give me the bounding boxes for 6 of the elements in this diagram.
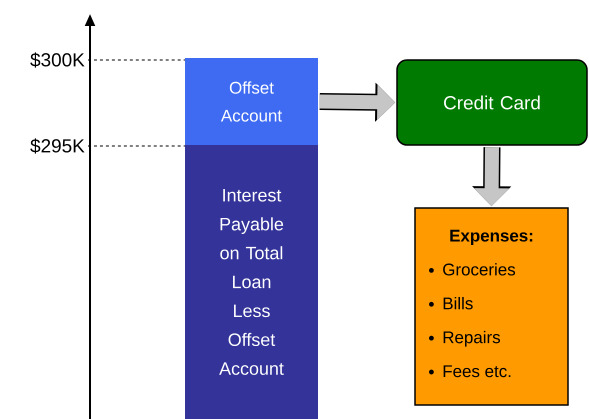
list-box: Expenses: Groceries Bills Repairs Fees etc. [414,207,569,406]
axis-value: $300K [30,52,85,68]
axis-value: $295K [30,138,85,154]
process-box: Interest Payable on Total Loan Less Offset Account [185,145,318,419]
process-box: Credit Card [396,59,588,146]
process-box: Offset Account [185,58,318,145]
